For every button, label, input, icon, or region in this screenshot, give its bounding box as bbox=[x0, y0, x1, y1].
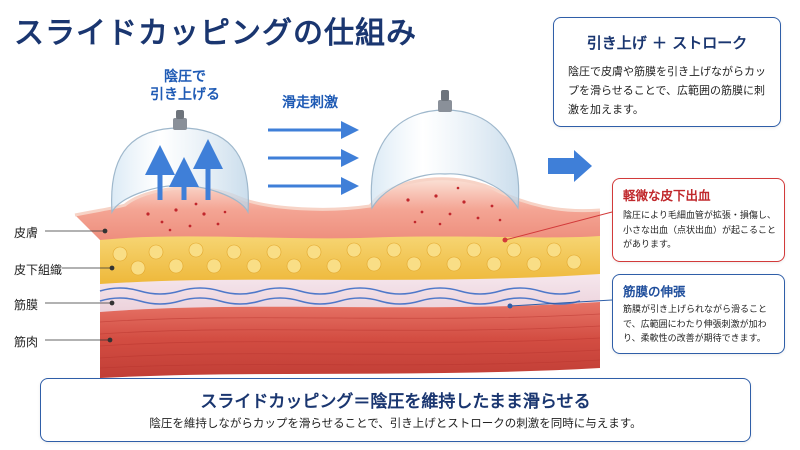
callout-fascia-heading: 筋膜の伸張 bbox=[623, 284, 686, 299]
callout-bleeding-heading: 軽微な皮下出血 bbox=[623, 188, 711, 203]
label-fascia: 筋膜 bbox=[14, 298, 39, 312]
label-muscle: 筋肉 bbox=[14, 335, 39, 349]
summary-heading: スライドカッピング＝陰圧を維持したまま滑らせる bbox=[200, 392, 591, 412]
callout-lift-stroke-body: 陰圧で皮膚や筋膜を引き上げながらカップを滑らせることで、広範囲の筋膜に刺激を加え… bbox=[568, 65, 766, 116]
page-title: スライドカッピングの仕組み bbox=[14, 16, 417, 51]
petechiae-dots bbox=[146, 186, 502, 232]
label-skin: 皮膚 bbox=[14, 226, 39, 240]
subcutaneous-layer bbox=[100, 232, 600, 284]
bleeding-pointer bbox=[504, 211, 613, 241]
callout-fascia-body: 筋膜が引き上げられながら滑ることで、広範囲にわたり伸張刺激が加わり、柔軟性の改善… bbox=[623, 305, 768, 344]
callout-bleeding: 軽微な皮下出血 陰圧により毛細血管が拡張・損傷し、小さな出血（点状出血）が起こる… bbox=[612, 178, 785, 262]
upward-arrows bbox=[145, 139, 223, 200]
layer-pointers bbox=[45, 228, 115, 343]
fascia-pointer bbox=[509, 299, 613, 307]
pressure-label: 陰圧で 引き上げる bbox=[150, 69, 220, 103]
fat-cells bbox=[112, 242, 582, 276]
summary-body: 陰圧を維持しながらカップを滑らせることで、引き上げとストロークの刺激を同時に与え… bbox=[149, 416, 642, 430]
fascia-waves bbox=[99, 287, 581, 305]
slide-label: 滑走刺激 bbox=[282, 95, 338, 111]
big-forward-arrow bbox=[548, 150, 592, 182]
callout-fascia: 筋膜の伸張 筋膜が引き上げられながら滑ることで、広範囲にわたり伸張刺激が加わり、… bbox=[612, 274, 785, 354]
callout-bleeding-body: 陰圧により毛細血管が拡張・損傷し、小さな出血（点状出血）が起こることがあります。 bbox=[623, 211, 777, 250]
muscle-fibers bbox=[99, 313, 601, 369]
callout-lift-stroke: 引き上げ ＋ ストローク 陰圧で皮膚や筋膜を引き上げながらカップを滑らせることで… bbox=[553, 17, 781, 127]
cup-right bbox=[370, 90, 520, 210]
label-subcutaneous: 皮下組織 bbox=[14, 263, 63, 277]
summary-box: スライドカッピング＝陰圧を維持したまま滑らせる 陰圧を維持しながらカップを滑らせ… bbox=[40, 378, 751, 442]
slide-arrows bbox=[268, 121, 359, 195]
callout-lift-stroke-heading: 引き上げ ＋ ストローク bbox=[586, 34, 748, 52]
muscle-layer bbox=[100, 300, 600, 378]
